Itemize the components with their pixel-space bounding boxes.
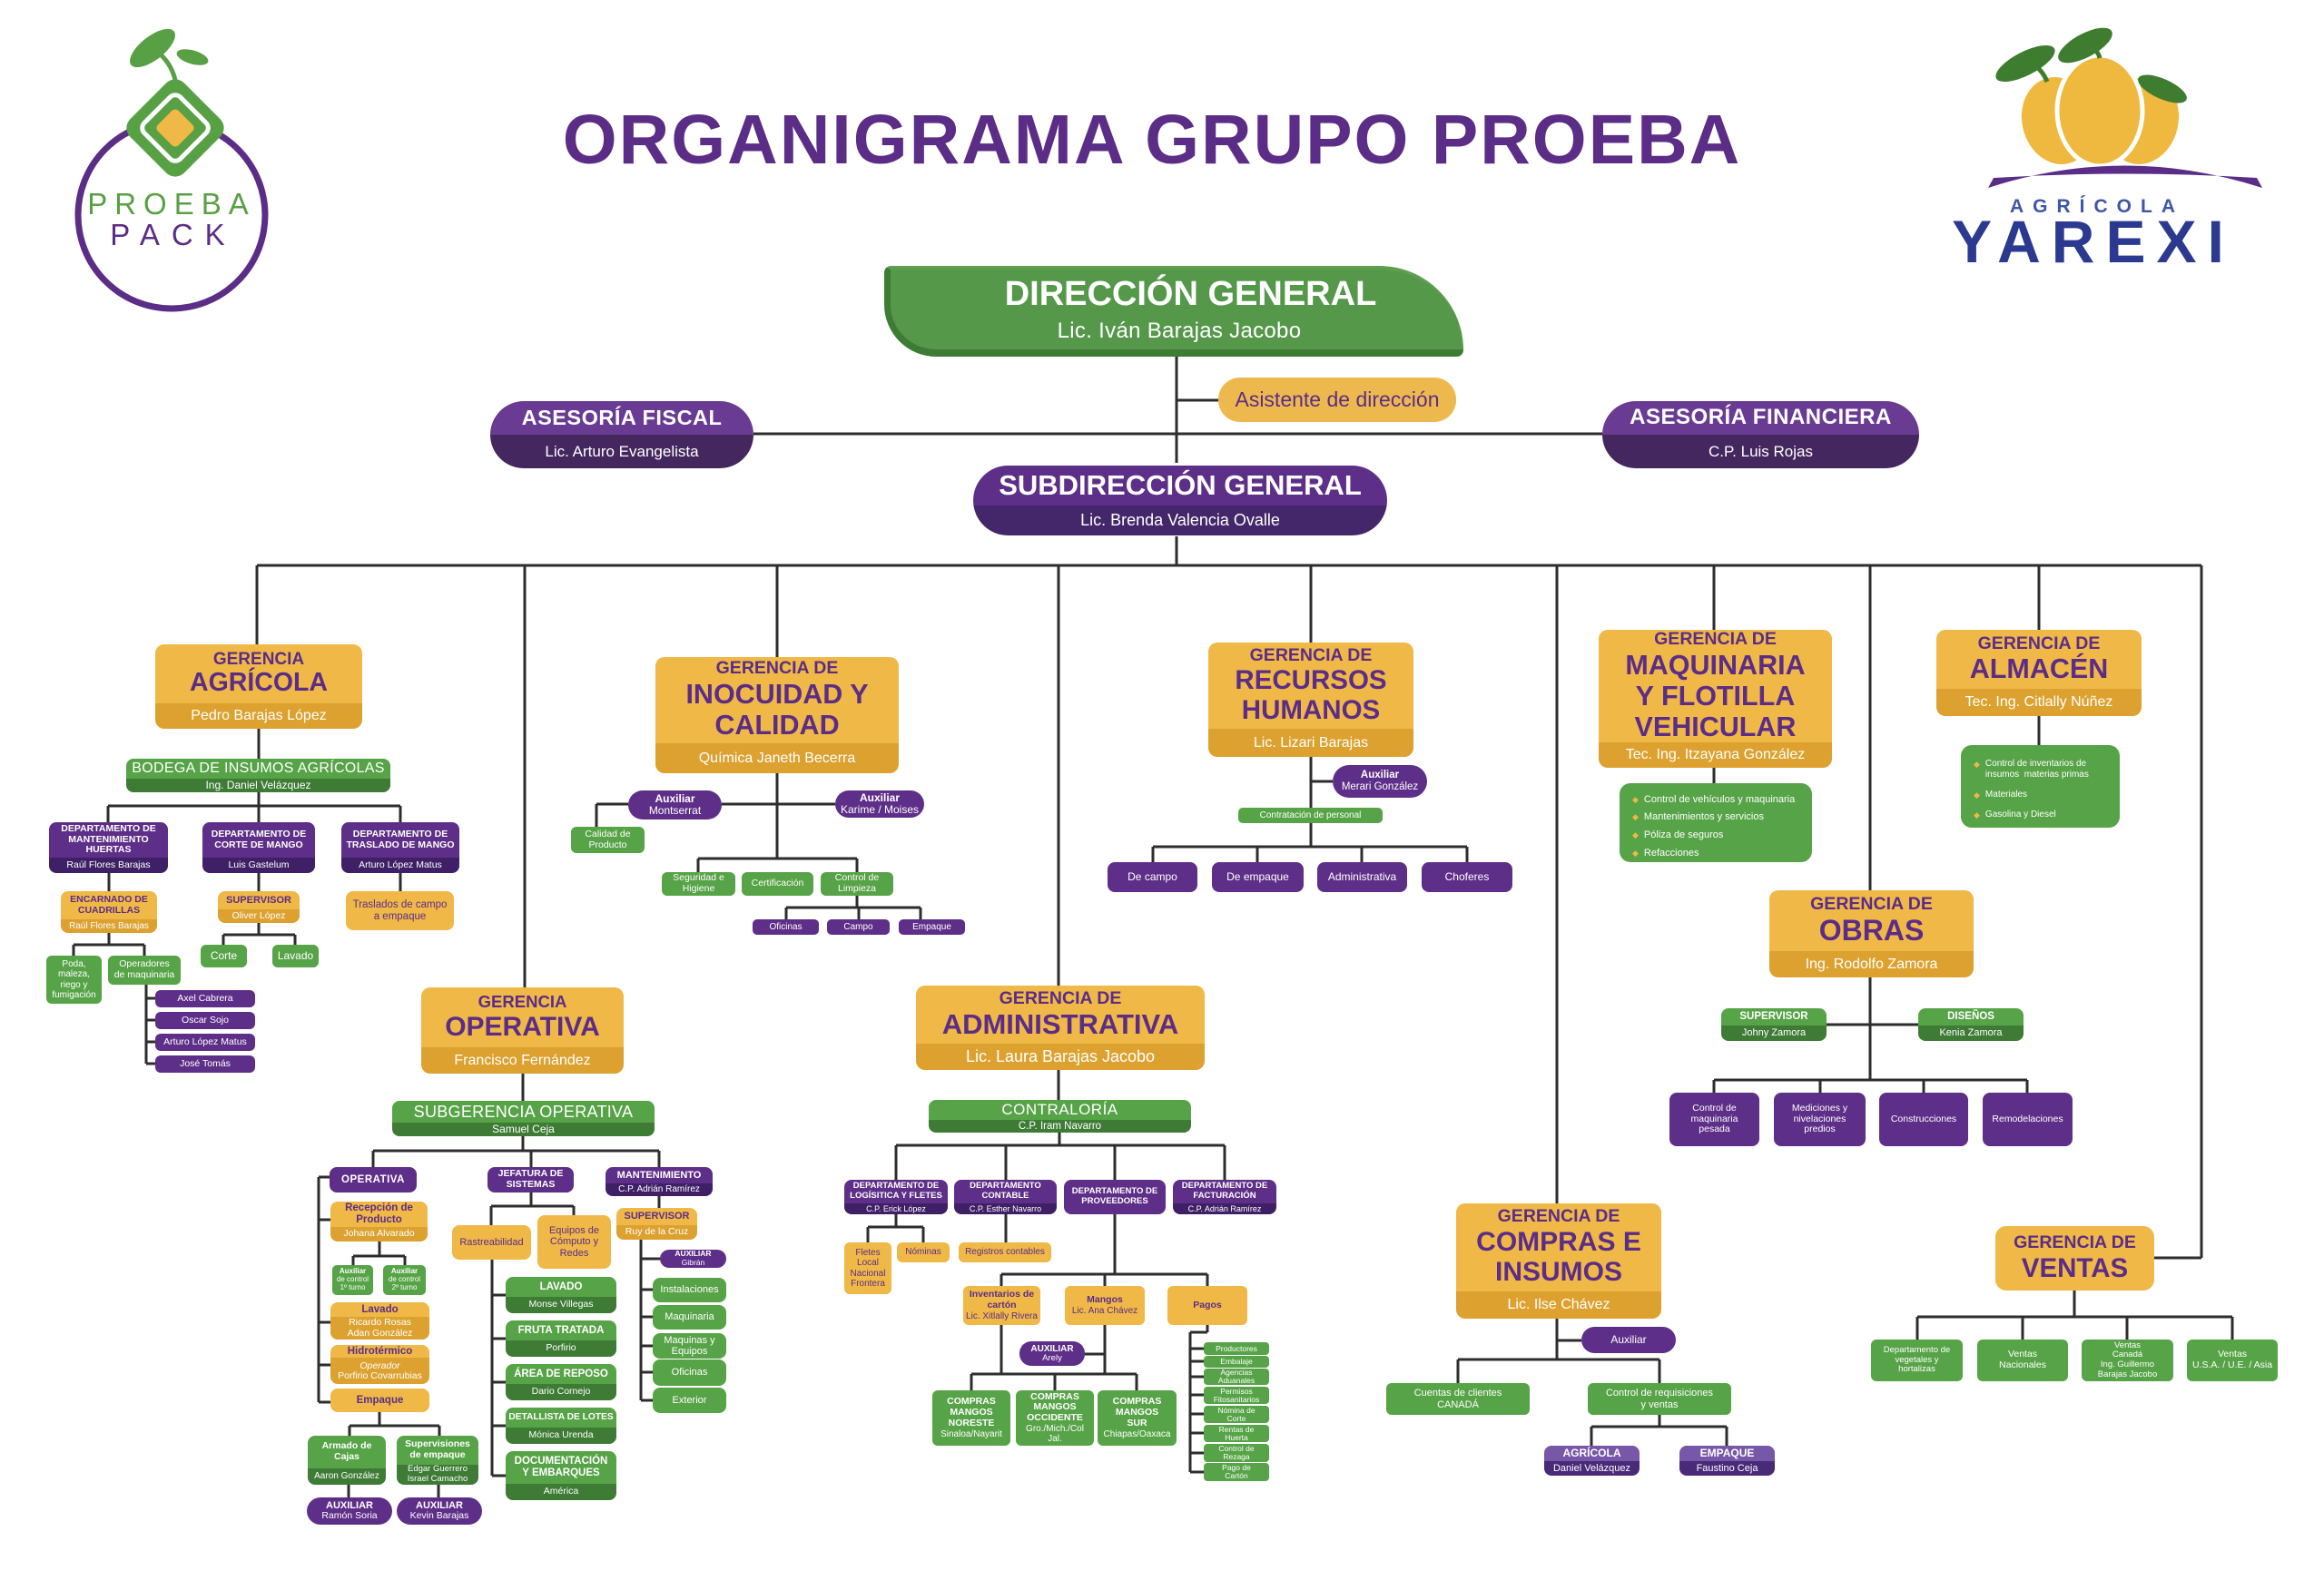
svg-text:AGRÍCOLA: AGRÍCOLA: [2010, 196, 2184, 217]
svg-text:YAREXI: YAREXI: [1952, 208, 2235, 275]
svg-text:PROEBA: PROEBA: [87, 187, 256, 221]
svg-text:PACK: PACK: [110, 218, 236, 251]
